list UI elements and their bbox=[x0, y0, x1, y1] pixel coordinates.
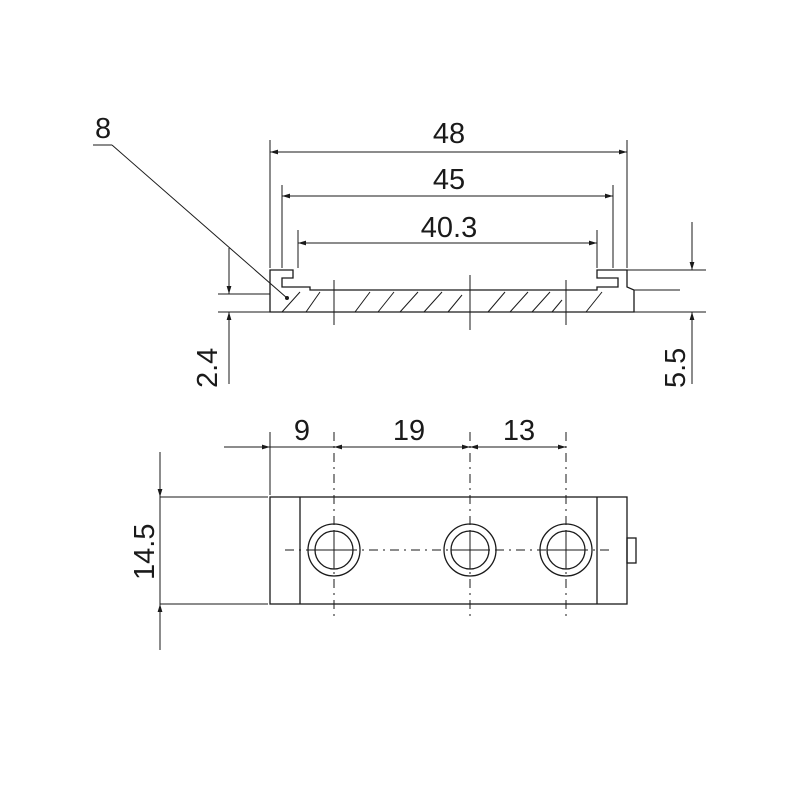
section-outline bbox=[269, 269, 635, 313]
dim-label-2-4: 2.4 bbox=[192, 348, 224, 388]
dim-label-9: 9 bbox=[294, 415, 310, 447]
dim-label-40-3: 40.3 bbox=[421, 212, 477, 244]
side-tab bbox=[626, 537, 637, 564]
dim-label-45: 45 bbox=[433, 164, 465, 196]
section-view bbox=[218, 269, 706, 330]
dim-label-19: 19 bbox=[393, 415, 425, 447]
dim-label-14-5: 14.5 bbox=[129, 524, 161, 580]
dim-label-13: 13 bbox=[503, 415, 535, 447]
dim-label-48: 48 bbox=[433, 118, 465, 150]
section-hatching bbox=[281, 291, 603, 313]
leader-label-8: 8 bbox=[95, 113, 111, 145]
plan-view bbox=[269, 432, 637, 620]
dim-label-5-5: 5.5 bbox=[660, 348, 692, 388]
